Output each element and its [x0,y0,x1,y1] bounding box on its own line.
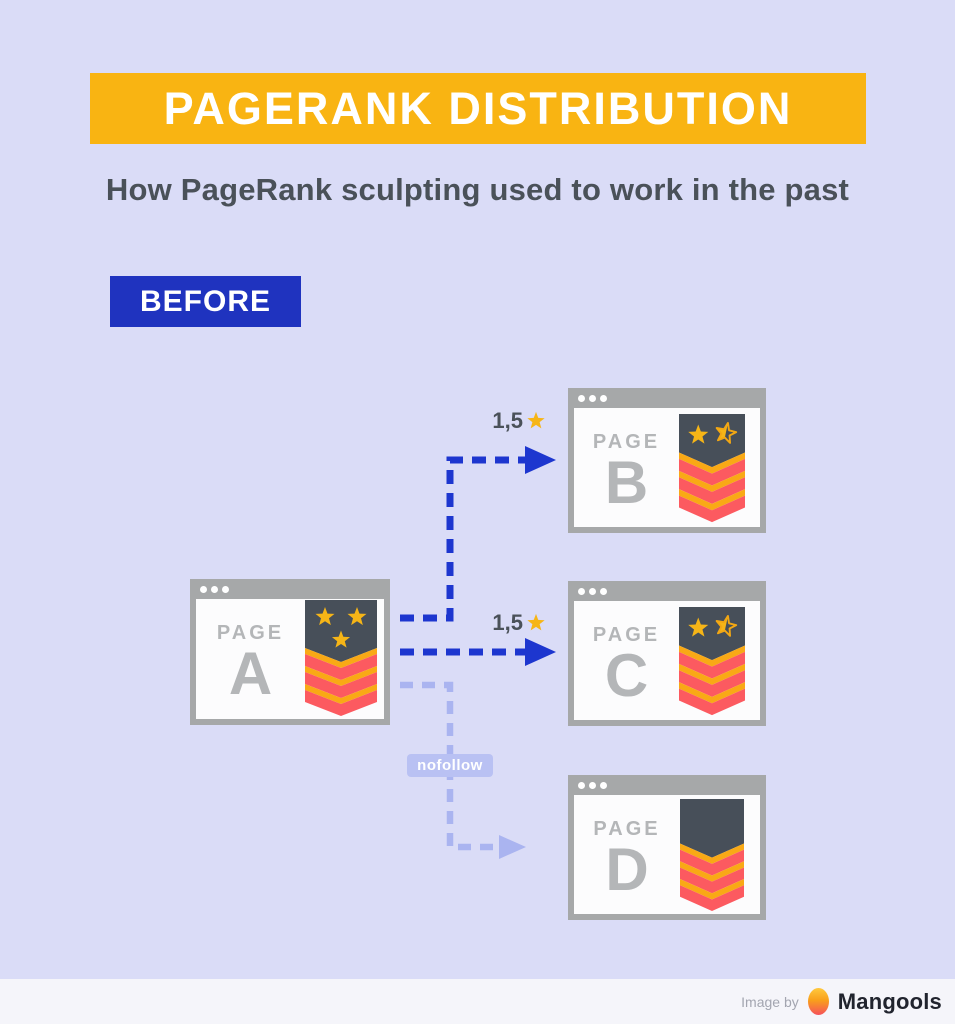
arrowhead-a-b [525,446,556,474]
window-titlebar [190,579,390,599]
browser-window-page-a: PAGE A [190,579,390,725]
window-dot [222,585,229,593]
window-dot [211,585,218,593]
subtitle: How PageRank sculpting used to work in t… [105,172,850,207]
page-word: PAGE [593,817,661,840]
pagerank-value-text: 1,5 [492,610,523,635]
pagerank-value-label-c: 1,5 [470,610,546,636]
link-arrow-a-d-nofollow [400,681,501,851]
window-body: PAGE B [574,408,760,527]
window-dot [600,587,607,595]
page-letter: A [228,640,273,707]
page-name: PAGE B [574,408,679,527]
page-name: PAGE A [196,599,305,719]
nofollow-badge: nofollow [407,754,493,777]
window-dot [578,587,585,595]
browser-window-page-c: PAGE C [568,581,766,726]
window-dot [589,587,596,595]
window-dot [589,394,596,402]
footer: Image by Mangools [0,979,955,1024]
mangools-wordmark: Mangools [837,988,942,1014]
browser-window-page-b: PAGE B [568,388,766,533]
browser-window-page-d: PAGE D [568,775,766,920]
phase-badge-before: BEFORE [110,276,301,327]
pagerank-value-label-b: 1,5 [470,408,546,434]
page-letter: C [604,641,649,709]
page-letter: D [605,835,649,903]
window-dot [600,781,607,789]
image-credit: Image by [741,993,799,1010]
window-body: PAGE D [574,795,760,914]
pagerank-value-text: 1,5 [492,408,523,433]
title-banner: PAGERANK DISTRIBUTION [90,73,866,144]
page-name: PAGE D [574,795,680,914]
page-title: PAGERANK DISTRIBUTION [163,82,793,134]
page-word: PAGE [216,622,285,644]
mangools-egg-icon [807,988,829,1015]
window-dot [589,781,596,789]
star-icon [527,411,545,429]
window-dot [200,585,207,593]
window-titlebar [568,581,766,601]
page-name: PAGE C [574,601,679,720]
window-dot [578,781,585,789]
link-arrow-a-b [400,456,527,622]
window-dot [578,394,585,402]
page-letter: B [604,448,649,516]
rank-badge-1-5-stars [679,414,745,523]
window-body: PAGE A [196,599,384,719]
rank-badge-1-5-stars [679,607,745,716]
page-word: PAGE [592,430,661,453]
arrowhead-a-d [499,835,526,859]
window-titlebar [568,775,766,795]
window-body: PAGE C [574,601,760,720]
rank-badge-3-stars [305,600,377,716]
window-titlebar [568,388,766,408]
arrowhead-a-c [525,638,556,666]
page-word: PAGE [592,623,661,646]
rank-badge-0-stars [680,799,744,911]
star-icon [527,613,545,631]
window-dot [600,394,607,402]
